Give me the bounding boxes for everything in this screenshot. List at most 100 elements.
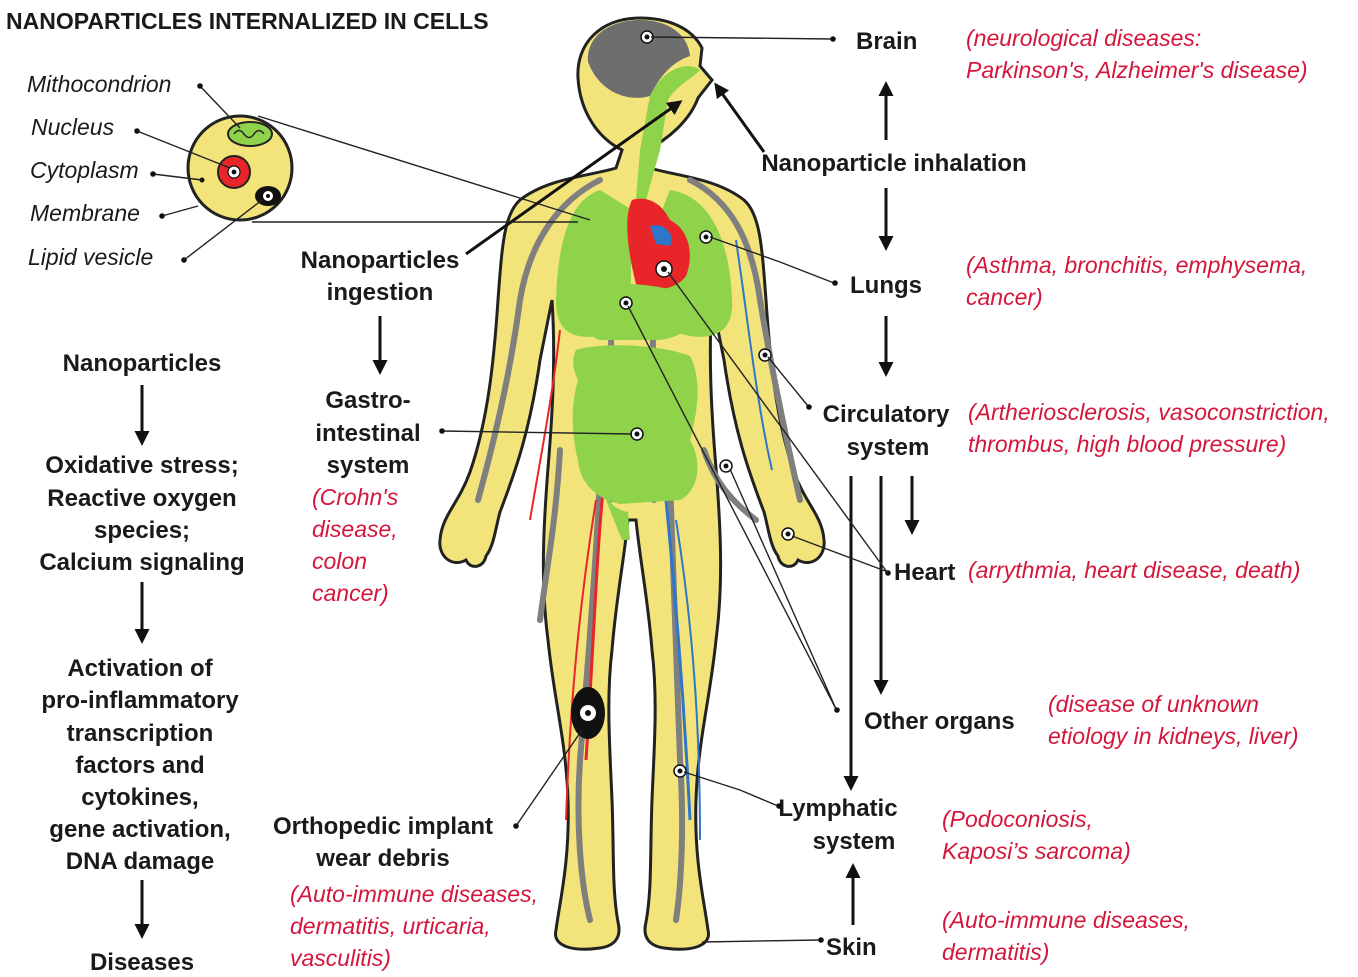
- ingestion-label-line1: Nanoparticles: [301, 247, 460, 274]
- skin-disease-line2: dermatitis): [942, 939, 1049, 965]
- hand-marker: [781, 527, 795, 541]
- heart-leader-hand: [791, 535, 889, 573]
- pathway-activation-line6: gene activation,: [49, 816, 230, 843]
- pathway-activation-line5: cytokines,: [81, 784, 198, 811]
- label-nucleus: Nucleus: [31, 114, 115, 140]
- pathway-activation-line2: pro-inflammatory: [41, 687, 239, 714]
- brain-disease-line2: Parkinson's, Alzheimer's disease): [966, 57, 1308, 83]
- human-body-figure: [438, 16, 826, 951]
- ingestion-arrow: [465, 100, 683, 256]
- heart-disease: (arrythmia, heart disease, death): [968, 557, 1300, 583]
- other-organs-leader-2: [729, 468, 837, 710]
- implant-marker-dot: [585, 710, 591, 716]
- colon: [598, 480, 630, 540]
- brain-leader: [650, 36, 833, 40]
- heart-leader: [667, 271, 888, 573]
- pathway-oxidative-line3: species;: [94, 517, 190, 544]
- gi-label-line1: Gastro-: [325, 387, 410, 414]
- cellular-pathway: Nanoparticles Oxidative stress; Reactive…: [39, 350, 244, 976]
- implant-disease-line3: vasculitis): [290, 945, 391, 971]
- brain-marker: [640, 30, 654, 44]
- gi-disease-line3: colon: [312, 548, 367, 574]
- gi-marker: [630, 427, 644, 441]
- cell-labels: Mithocondrion Nucleus Cytoplasm Membrane…: [27, 71, 263, 270]
- forearm-marker: [719, 459, 733, 473]
- gi-label-line3: system: [327, 452, 410, 479]
- implant-disease-line1: (Auto-immune diseases,: [290, 881, 538, 907]
- pathway-activation-line4: factors and: [75, 752, 204, 779]
- lungs-disease-line2: cancer): [966, 284, 1043, 310]
- heart-vein: [650, 225, 672, 246]
- airway: [636, 66, 700, 201]
- lungs-disease-line1: (Asthma, bronchitis, emphysema,: [966, 252, 1307, 278]
- label-lipid-vesicle: Lipid vesicle: [28, 244, 153, 270]
- mitochondrion-shape: [227, 121, 273, 147]
- mitochondrion-cristae: [233, 129, 265, 139]
- lymphatic-leader: [683, 771, 779, 807]
- gi-label-line2: intestinal: [315, 420, 420, 447]
- leg-marker: [673, 764, 687, 778]
- leader-lipid-vesicle: [183, 199, 263, 261]
- label-heart: Heart: [894, 559, 955, 586]
- label-lymphatic-line2: system: [813, 828, 896, 855]
- label-skin: Skin: [826, 934, 877, 961]
- pathway-activation-line1: Activation of: [67, 655, 213, 682]
- cell-to-lungs-line: [257, 115, 591, 221]
- arteries-veins: [529, 239, 773, 841]
- implant-disease-line2: dermatitis, urticaria,: [290, 913, 491, 939]
- label-inhalation: Nanoparticle inhalation: [761, 150, 1026, 177]
- implant-label-line2: wear debris: [315, 845, 449, 872]
- other-disease-line2: etiology in kidneys, liver): [1048, 723, 1299, 749]
- label-brain: Brain: [856, 28, 917, 55]
- gi-disease-line4: cancer): [312, 580, 389, 606]
- label-membrane: Membrane: [30, 200, 140, 226]
- gi-disease-line1: (Crohn's: [312, 484, 399, 510]
- skin-leader: [701, 939, 821, 943]
- lungs-marker: [699, 230, 713, 244]
- implant-route: Orthopedic implant wear debris (Auto-imm…: [273, 729, 583, 971]
- pathway-activation-line3: transcription: [67, 720, 214, 747]
- lymphatic-disease-line2: Kaposi’s sarcoma): [942, 838, 1131, 864]
- label-cytoplasm: Cytoplasm: [30, 157, 139, 183]
- circulatory-leader: [767, 356, 809, 407]
- label-circulatory-line2: system: [847, 434, 930, 461]
- inhalation-arrow: [714, 82, 766, 153]
- circulatory-disease-line2: thrombus, high blood pressure): [968, 431, 1286, 457]
- gi-leader: [441, 430, 633, 435]
- label-circulatory-line1: Circulatory: [823, 401, 950, 428]
- gi-disease-line2: disease,: [312, 516, 398, 542]
- lymphatic-disease-line1: (Podoconiosis,: [942, 806, 1093, 832]
- pathway-oxidative-line4: Calcium signaling: [39, 549, 244, 576]
- other-organs-leader: [627, 305, 837, 710]
- implant-label-line1: Orthopedic implant: [273, 813, 493, 840]
- stomach-liver: [578, 283, 694, 340]
- brain-shape: [587, 20, 690, 98]
- liver-marker: [619, 296, 633, 310]
- pathway-oxidative-line2: Reactive oxygen: [47, 485, 236, 512]
- skin-disease-line1: (Auto-immune diseases,: [942, 907, 1190, 933]
- leader-membrane: [161, 205, 199, 217]
- cell-illustration: [186, 114, 294, 222]
- ingestion-route: Nanoparticles ingestion Gastro- intestin…: [301, 100, 683, 606]
- pathway-oxidative-line1: Oxidative stress;: [45, 452, 238, 479]
- lungs-leader: [709, 236, 835, 284]
- lipid-vesicle-marker-dot: [266, 194, 270, 198]
- diagram-title: NANOPARTICLES INTERNALIZED IN CELLS: [6, 8, 489, 34]
- pathway-activation-line7: DNA damage: [66, 848, 214, 875]
- organ-markers: [619, 30, 795, 778]
- intestines: [572, 345, 698, 504]
- other-disease-line1: (disease of unknown: [1048, 691, 1259, 717]
- brain-disease-line1: (neurological diseases:: [966, 25, 1201, 51]
- label-lymphatic-line1: Lymphatic: [778, 795, 897, 822]
- circulatory-disease-line1: (Artheriosclerosis, vasoconstriction,: [968, 399, 1330, 425]
- label-other-organs: Other organs: [864, 708, 1015, 735]
- leader-mitochondrion: [199, 85, 241, 129]
- label-lungs: Lungs: [850, 272, 922, 299]
- pathway-diseases: Diseases: [90, 949, 194, 976]
- ingestion-label-line2: ingestion: [327, 279, 434, 306]
- leader-cytoplasm: [152, 173, 203, 181]
- label-mithocondrion: Mithocondrion: [27, 71, 171, 97]
- nucleus-marker-dot: [231, 169, 237, 175]
- pathway-nanoparticles: Nanoparticles: [63, 350, 222, 377]
